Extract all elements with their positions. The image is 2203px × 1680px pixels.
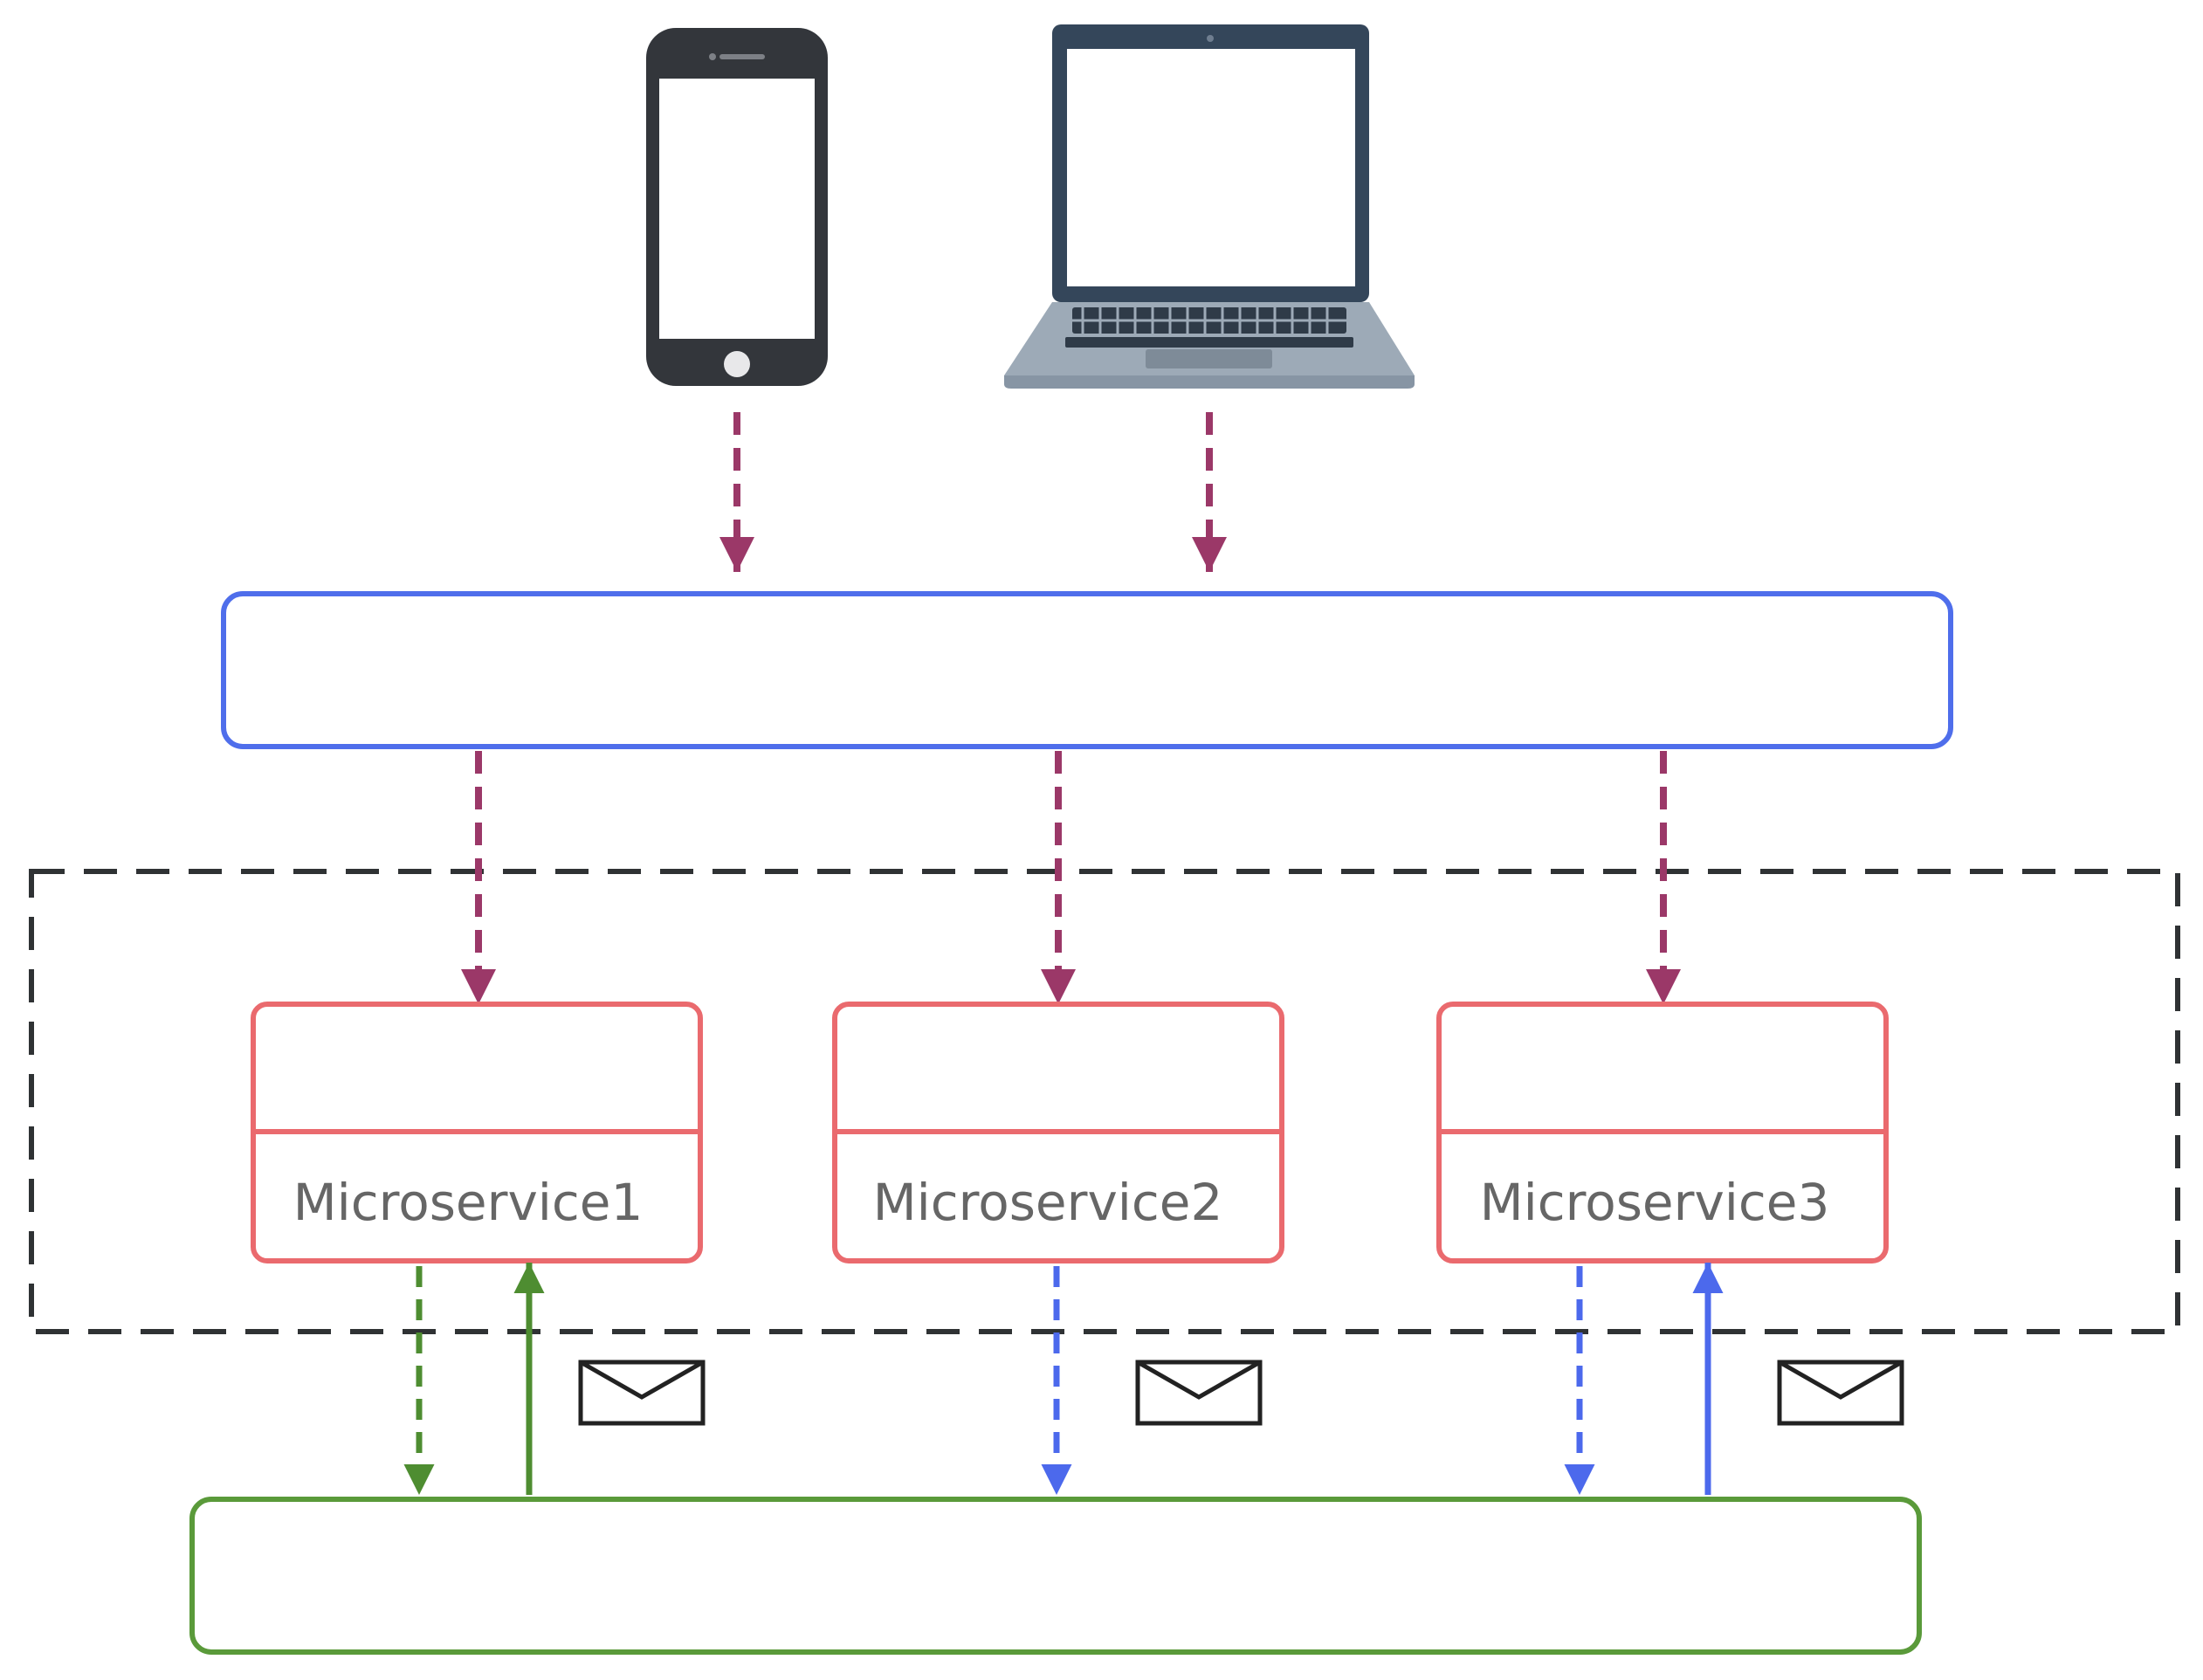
microservice3-box: Microservice3: [1436, 1002, 1889, 1263]
microservices-group-boundary: [29, 869, 2180, 1334]
microservice2-label: Microservice2: [873, 1173, 1223, 1232]
envelope-icon: [1135, 1360, 1263, 1426]
smartphone-icon: [646, 28, 828, 386]
gateway-box: [221, 591, 1953, 749]
microservice1-label: Microservice1: [293, 1173, 644, 1232]
microservice3-label: Microservice3: [1480, 1173, 1830, 1232]
microservice2-box: Microservice2: [832, 1002, 1284, 1263]
envelope-icon: [1777, 1360, 1904, 1426]
message-bus-box: [189, 1497, 1922, 1655]
microservice1-box: Microservice1: [251, 1002, 703, 1263]
envelope-icon: [578, 1360, 706, 1426]
laptop-icon: [1004, 24, 1415, 389]
